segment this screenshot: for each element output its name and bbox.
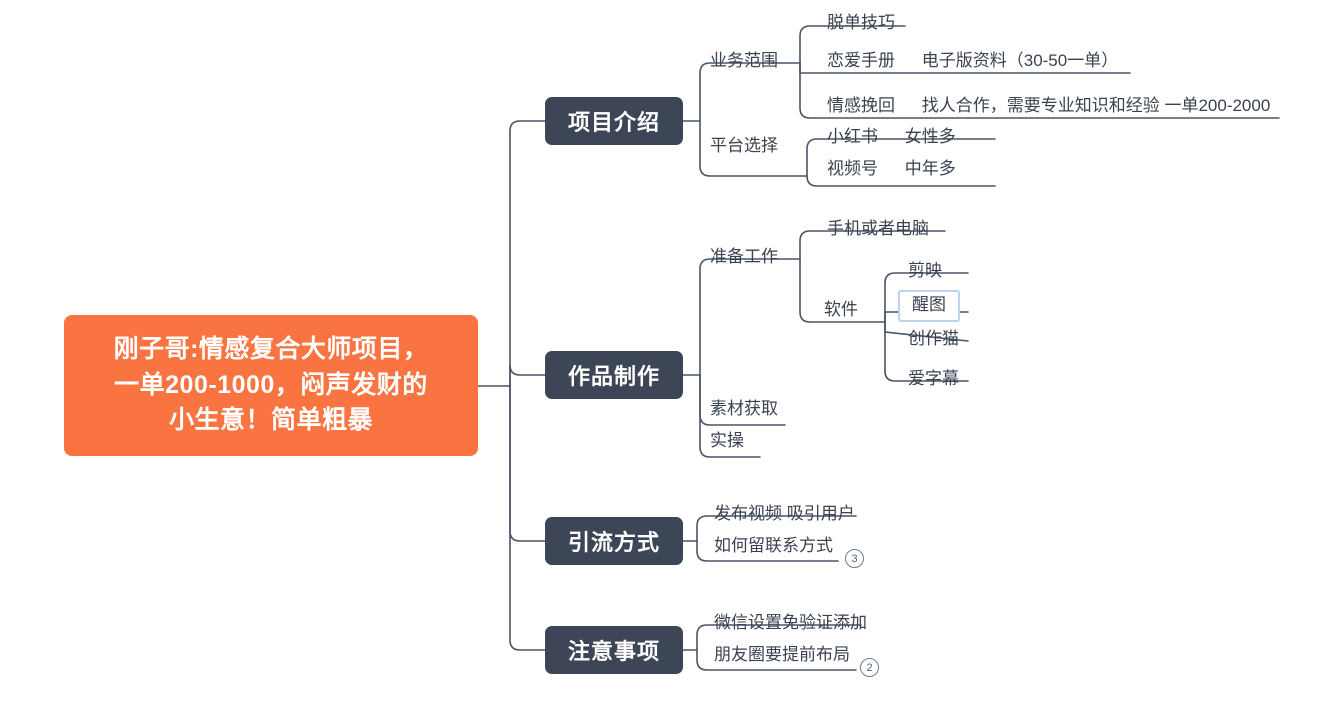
leaf-label: 如何留联系方式 [714,536,833,555]
root-node[interactable]: 刚子哥:情感复合大师项目， 一单200-1000，闷声发财的 小生意！简单粗暴 [64,315,478,456]
leaf-aizimu[interactable]: 爱字幕 [908,369,959,394]
branch-node-content-production[interactable]: 作品制作 [545,351,683,399]
leaf-practice[interactable]: 实操 [710,431,744,456]
leaf-wechat-no-verify[interactable]: 微信设置免验证添加 [714,613,867,638]
subnode-platform-choice[interactable]: 平台选择 [710,136,778,155]
leaf-love-manual[interactable]: 恋爱手册 电子版资料（30-50一单） [827,51,1118,76]
leaf-jianying[interactable]: 剪映 [908,261,942,286]
leaf-xiaohongshu[interactable]: 小红书 女性多 [827,127,956,152]
leaf-label: 醒图 [912,295,946,314]
subnode-business-scope[interactable]: 业务范围 [710,51,778,70]
branch-label: 引流方式 [567,530,660,555]
root-line-2: 一单200-1000，闷声发财的 [114,370,428,399]
leaf-label: 素材获取 [710,399,778,418]
root-line-1: 刚子哥:情感复合大师项目， [113,335,429,364]
branch-label: 项目介绍 [567,110,660,135]
branch-node-project-intro[interactable]: 项目介绍 [545,97,683,145]
leaf-label: 爱字幕 [908,369,959,388]
leaf-label: 脱单技巧 [827,13,895,32]
leaf-label: 恋爱手册 [827,51,895,70]
leaf-chuangzuomao[interactable]: 创作猫 [908,329,959,354]
leaf-xingtu-selected[interactable]: 醒图 [898,290,960,322]
leaf-label: 手机或者电脑 [827,219,929,238]
leaf-moments-layout[interactable]: 朋友圈要提前布局 [714,645,850,670]
leaf-phone-or-computer[interactable]: 手机或者电脑 [827,219,929,244]
root-node-label: 刚子哥:情感复合大师项目， 一单200-1000，闷声发财的 小生意！简单粗暴 [114,332,429,439]
leaf-label: 剪映 [908,261,942,280]
leaf-label: 实操 [710,431,744,450]
leaf-label: 创作猫 [908,329,959,348]
leaf-label: 视频号 [827,159,878,178]
leaf-label: 微信设置免验证添加 [714,613,867,632]
branch-label: 作品制作 [567,364,660,389]
leaf-detail: 女性多 [904,127,956,146]
leaf-label: 情感挽回 [827,96,895,115]
leaf-label: 朋友圈要提前布局 [714,645,850,664]
subnode-preparation[interactable]: 准备工作 [710,247,778,266]
branch-node-notes[interactable]: 注意事项 [545,626,683,674]
leaf-detail: 中年多 [904,159,956,178]
root-line-3: 小生意！简单粗暴 [168,406,373,435]
leaf-single-tips[interactable]: 脱单技巧 [827,13,895,38]
leaf-detail: 电子版资料（30-50一单） [921,51,1119,70]
branch-label: 注意事项 [567,639,660,664]
leaf-how-to-leave-contact[interactable]: 如何留联系方式 [714,536,833,561]
leaf-material-acquisition[interactable]: 素材获取 [710,399,778,424]
badge-count-traffic[interactable]: 3 [845,549,864,568]
leaf-publish-video-attract-users[interactable]: 发布视频 吸引用户 [714,504,855,529]
leaf-emotional-recovery[interactable]: 情感挽回 找人合作，需要专业知识和经验 一单200-2000 [827,96,1270,121]
badge-count-notes[interactable]: 2 [860,658,879,677]
leaf-label: 发布视频 吸引用户 [714,504,855,523]
leaf-label: 小红书 [827,127,878,146]
leaf-detail: 找人合作，需要专业知识和经验 一单200-2000 [921,96,1271,115]
branch-node-traffic-method[interactable]: 引流方式 [545,517,683,565]
subnode-software[interactable]: 软件 [824,300,858,319]
leaf-shipinhao[interactable]: 视频号 中年多 [827,159,956,184]
